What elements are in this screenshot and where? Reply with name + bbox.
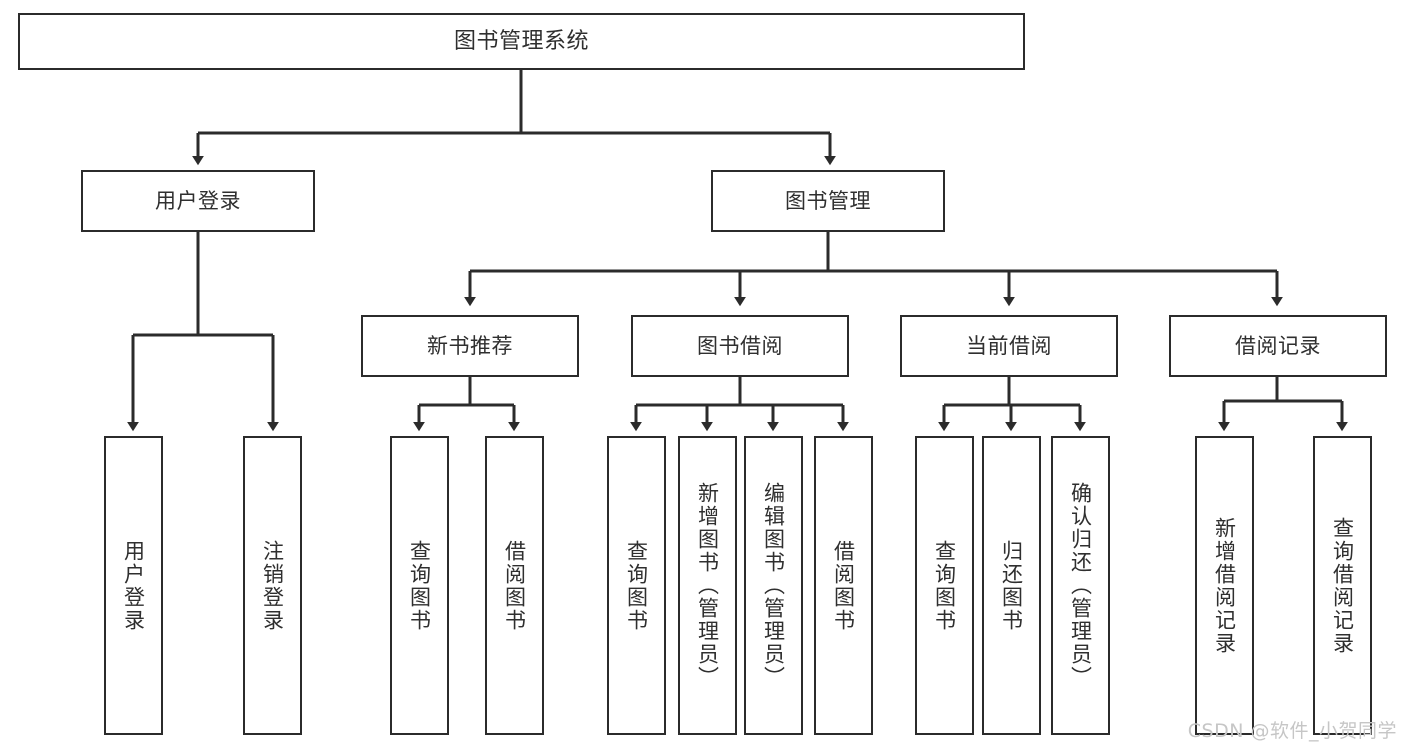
leaf-query-book-3[interactable]: 查询图书 <box>915 436 974 735</box>
node-book-borrow[interactable]: 图书借阅 <box>631 315 849 377</box>
node-label: 借阅图书 <box>831 539 856 632</box>
node-book-manage[interactable]: 图书管理 <box>711 170 945 232</box>
leaf-borrow-book-2[interactable]: 借阅图书 <box>814 436 873 735</box>
leaf-confirm-return-admin[interactable]: 确认归还（管理员） <box>1051 436 1110 735</box>
leaf-query-borrow-record[interactable]: 查询借阅记录 <box>1313 436 1372 735</box>
node-label: 编辑图书（管理员） <box>761 482 786 689</box>
node-label: 确认归还（管理员） <box>1068 482 1093 689</box>
node-label: 新增图书（管理员） <box>695 482 720 689</box>
node-label: 用户登录 <box>155 188 241 213</box>
node-label: 图书借阅 <box>697 333 783 358</box>
node-label: 借阅记录 <box>1235 333 1321 358</box>
node-label: 用户登录 <box>121 539 146 632</box>
node-label: 查询图书 <box>932 539 957 632</box>
node-borrow-record[interactable]: 借阅记录 <box>1169 315 1387 377</box>
csdn-watermark: CSDN @软件_小贺同学 <box>1187 720 1397 742</box>
node-label: 当前借阅 <box>966 333 1052 358</box>
leaf-borrow-book-1[interactable]: 借阅图书 <box>485 436 544 735</box>
node-label: 归还图书 <box>999 539 1024 632</box>
node-label: 查询图书 <box>407 539 432 632</box>
leaf-edit-book-admin[interactable]: 编辑图书（管理员） <box>744 436 803 735</box>
leaf-return-book[interactable]: 归还图书 <box>982 436 1041 735</box>
leaf-user-login[interactable]: 用户登录 <box>104 436 163 735</box>
node-user-login[interactable]: 用户登录 <box>81 170 315 232</box>
leaf-add-borrow-record[interactable]: 新增借阅记录 <box>1195 436 1254 735</box>
node-new-book-recommend[interactable]: 新书推荐 <box>361 315 579 377</box>
node-label: 注销登录 <box>260 539 285 632</box>
node-label: 查询图书 <box>624 539 649 632</box>
leaf-query-book-2[interactable]: 查询图书 <box>607 436 666 735</box>
node-label: 图书管理系统 <box>453 28 589 54</box>
leaf-query-book-1[interactable]: 查询图书 <box>390 436 449 735</box>
node-label: 查询借阅记录 <box>1330 516 1355 655</box>
node-root-system[interactable]: 图书管理系统 <box>18 13 1025 70</box>
node-label: 新增借阅记录 <box>1212 516 1237 655</box>
node-label: 借阅图书 <box>502 539 527 632</box>
leaf-add-book-admin[interactable]: 新增图书（管理员） <box>678 436 737 735</box>
leaf-logout-login[interactable]: 注销登录 <box>243 436 302 735</box>
node-label: 图书管理 <box>785 188 871 213</box>
node-current-borrow[interactable]: 当前借阅 <box>900 315 1118 377</box>
node-label: 新书推荐 <box>427 333 513 358</box>
